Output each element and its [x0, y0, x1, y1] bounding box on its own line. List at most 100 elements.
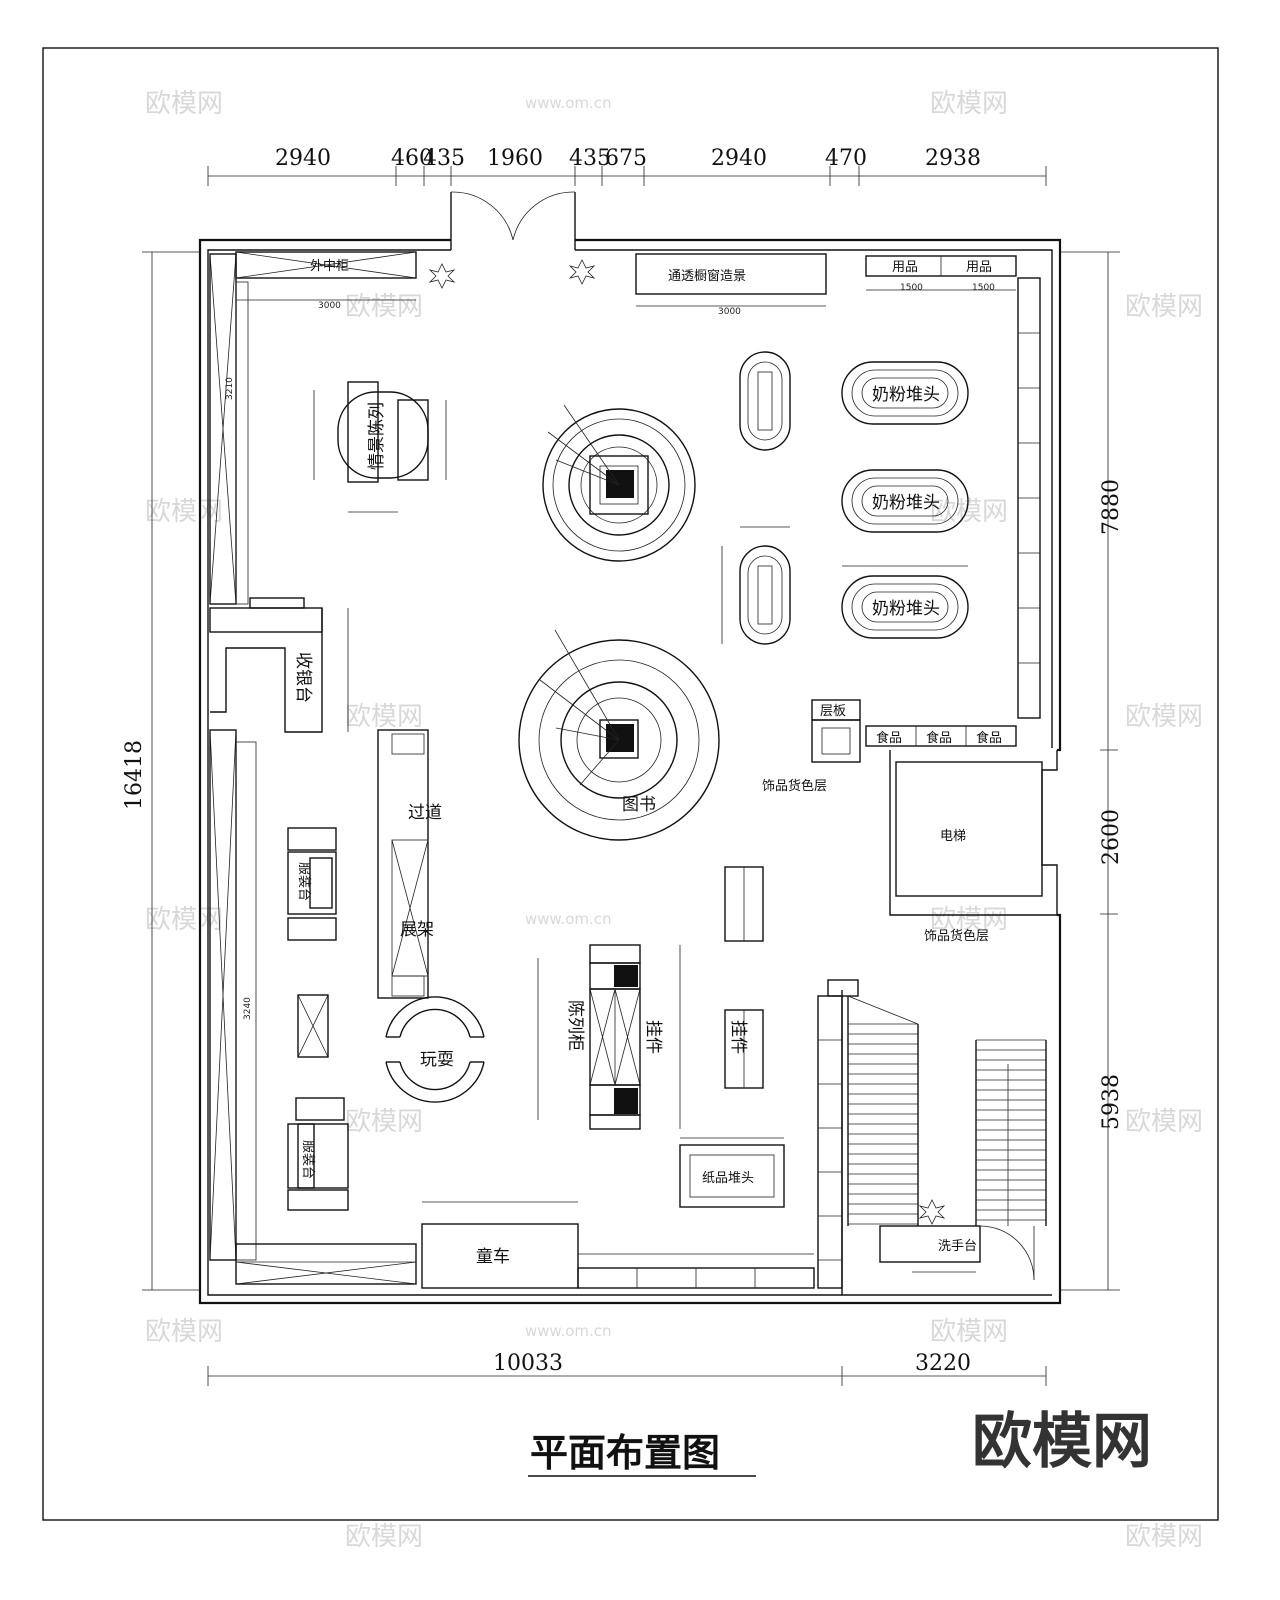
svg-text:1500: 1500 — [972, 283, 995, 293]
stroller-area: 童车 — [235, 1201, 579, 1289]
dimension-label: 1960 — [487, 146, 543, 171]
dimension-label: 2940 — [711, 146, 767, 171]
display-rack-label: 展架 — [400, 920, 434, 940]
dimension-label: 2940 — [275, 146, 331, 171]
watermark-text: 欧模网 — [345, 292, 423, 322]
cashier-box-label: 服装台 — [300, 1140, 315, 1179]
outside-cabinet-label: 外中柜 — [310, 259, 349, 274]
dimension-label: 460 — [391, 146, 433, 171]
brand-logo: 欧模网 — [972, 1407, 1152, 1477]
food-label: 食品 — [876, 730, 902, 746]
drawing-title: 平面布置图 — [530, 1430, 720, 1475]
watermark-text: 欧模网 — [145, 497, 223, 527]
dimension-label: 470 — [825, 146, 867, 171]
dimension-label: 435 — [423, 146, 465, 171]
hanging-rack: 挂件 — [724, 866, 764, 1089]
watermark-text: 欧模网 — [345, 1107, 423, 1137]
clothing-displays: 服装台 服装台 — [287, 827, 349, 1211]
toy-area: 玩耍 — [385, 996, 485, 1103]
watermark-url: www.om.cn — [525, 94, 612, 112]
watermark-text: 欧模网 — [345, 702, 423, 732]
watermark-url: www.om.cn — [525, 910, 612, 928]
dimension-label: 3220 — [915, 1351, 971, 1376]
passage-label: 过道 — [408, 803, 442, 823]
jewelry-label: 饰品货色层 — [762, 778, 827, 794]
left-wall-cabinets: 3210 3240 — [209, 253, 257, 1261]
food-shelf: 食品 食品 食品 — [865, 725, 1017, 747]
dimension-label: 2600 — [1099, 809, 1124, 865]
watermark-text: 欧模网 — [930, 89, 1008, 119]
watermark-text: 欧模网 — [930, 497, 1008, 527]
dimension-label: 2938 — [925, 146, 981, 171]
window-display: 通透橱窗造景 3000 — [635, 253, 827, 317]
toy-label: 玩耍 — [420, 1050, 454, 1070]
picture-book-island-bottom: 图书 — [518, 629, 720, 841]
right-dimension-line: 7880 2600 5938 — [1060, 251, 1124, 1291]
dimension-label: 7880 — [1099, 479, 1124, 535]
left-dimension-line: 16418 — [122, 251, 200, 1291]
dimension-label: 16418 — [122, 740, 147, 810]
outside-cabinet: 外中柜 3000 — [235, 251, 417, 311]
counter: 层板 饰品货色层 饰品货色层 — [762, 699, 989, 944]
food-label: 食品 — [976, 730, 1002, 746]
elevator-label: 电梯 — [940, 829, 966, 844]
sleepwear-label: 陈列柜 — [565, 1000, 585, 1051]
watermark-text: 欧模网 — [145, 1317, 223, 1347]
watermark-layer: 欧模网 www.om.cn 欧模网 欧模网 欧模网 欧模网 欧模网 欧模网 欧模… — [145, 89, 1203, 1552]
watermark-url: www.om.cn — [525, 1322, 612, 1340]
cashier-desk: 收银台 — [209, 597, 349, 733]
hanging-label: 挂件 — [728, 1020, 748, 1054]
watermark-text: 欧模网 — [930, 1317, 1008, 1347]
wash-area: 洗手台 — [879, 1225, 1035, 1281]
drawing-frame — [42, 47, 1219, 1521]
elevator-room — [895, 761, 1043, 897]
milk-powder-label: 奶粉堆头 — [872, 599, 940, 619]
cashier-box-label: 服装台 — [296, 862, 311, 901]
bottom-wall-shelves — [577, 1253, 815, 1289]
paper-goods-label: 纸品堆头 — [702, 1171, 754, 1186]
counter-label: 层板 — [820, 704, 846, 719]
service-desk-label: 收银台 — [293, 652, 313, 703]
svg-text:3000: 3000 — [318, 301, 341, 311]
right-wall-shelves — [1017, 277, 1041, 719]
watermark-text: 欧模网 — [1125, 1522, 1203, 1552]
plant-icon — [428, 263, 456, 289]
milk-powder-label: 奶粉堆头 — [872, 385, 940, 405]
situation-display: 情景陈列 — [313, 381, 447, 513]
stair-tread — [847, 995, 919, 1025]
building-walls: 电梯 — [198, 191, 1062, 1305]
supplies-shelf: 用品 用品 1500 1500 — [865, 255, 1017, 293]
bottom-dimension-line: 10033 3220 — [207, 1351, 1047, 1386]
milk-powder-island: 奶粉堆头 — [841, 469, 969, 533]
svg-text:3000: 3000 — [718, 307, 741, 317]
milk-powder-island: 奶粉堆头 — [841, 565, 969, 639]
hanging-label: 挂件 — [643, 1020, 663, 1054]
milk-powder-island: 奶粉堆头 — [841, 361, 969, 425]
watermark-text: 欧模网 — [930, 905, 1008, 935]
cabinet-label: 3210 — [225, 377, 235, 400]
watermark-text: 欧模网 — [345, 1522, 423, 1552]
watermark-text: 欧模网 — [1125, 292, 1203, 322]
milk-powder-label: 奶粉堆头 — [872, 493, 940, 513]
dimension-label: 435 — [569, 146, 611, 171]
center-hanging-fixture: 陈列柜 挂件 — [537, 944, 681, 1130]
paper-goods: 纸品堆头 — [679, 1137, 785, 1208]
window-display-label: 通透橱窗造景 — [668, 268, 746, 284]
jewelry-label: 饰品货色层 — [924, 928, 989, 944]
staircase — [847, 995, 1047, 1226]
dimension-label: 675 — [605, 146, 647, 171]
food-label: 食品 — [926, 730, 952, 746]
watermark-text: 欧模网 — [145, 905, 223, 935]
plant-icon — [568, 259, 596, 285]
supplies-label: 用品 — [892, 260, 918, 275]
dimension-label: 5938 — [1099, 1074, 1124, 1130]
display-rack: 过道 展架 — [377, 729, 442, 999]
picture-book-label: 图书 — [622, 795, 656, 815]
plant-icon — [918, 1199, 946, 1225]
wash-label: 洗手台 — [938, 1239, 977, 1254]
stair-side-shelves — [817, 979, 859, 1289]
dimension-label: 10033 — [493, 1351, 563, 1376]
cabinet-label: 3240 — [243, 997, 253, 1020]
top-dimension-line: 2940 460 435 1960 435 675 2940 470 2938 — [207, 146, 1047, 186]
